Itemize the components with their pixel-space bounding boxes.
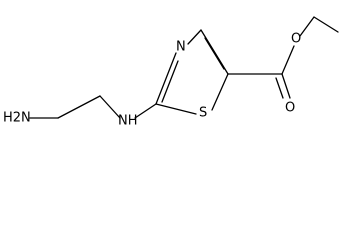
structure-canvas: H2N NH N S O O	[3, 16, 339, 129]
ring-nitrogen-label: N	[176, 40, 186, 55]
amine-label: H2N	[3, 111, 31, 126]
bond-ccarbonyl-o-carbonyl-double	[275, 77, 284, 99]
ring-sulfur-label: S	[199, 106, 207, 121]
bond-n3-c4	[187, 29, 202, 45]
bond-c4-c5	[200, 29, 229, 75]
bond-c2-n3-double	[161, 60, 179, 103]
bond-ch2-nh	[99, 95, 121, 119]
ester-oxygen-label: O	[291, 32, 301, 47]
bond-o-ch2	[299, 16, 315, 37]
bond-c5-s1	[211, 73, 229, 111]
bond-ch2-ch2	[57, 95, 101, 119]
bond-ch2-ch3	[313, 16, 339, 33]
bond-s1-c2	[155, 103, 197, 115]
bond-c4-c5-double	[204, 37, 225, 70]
bond-c2-n3	[155, 52, 177, 105]
secondary-amine-label: NH	[118, 114, 138, 129]
molecule-diagram: H2N NH N S O O	[3, 16, 339, 129]
bond-nh-c2	[134, 103, 157, 119]
carbonyl-oxygen-label: O	[285, 101, 295, 116]
bond-ccarbonyl-o-ester	[281, 45, 295, 75]
bond-ccarbonyl-o-carbonyl	[281, 73, 291, 99]
